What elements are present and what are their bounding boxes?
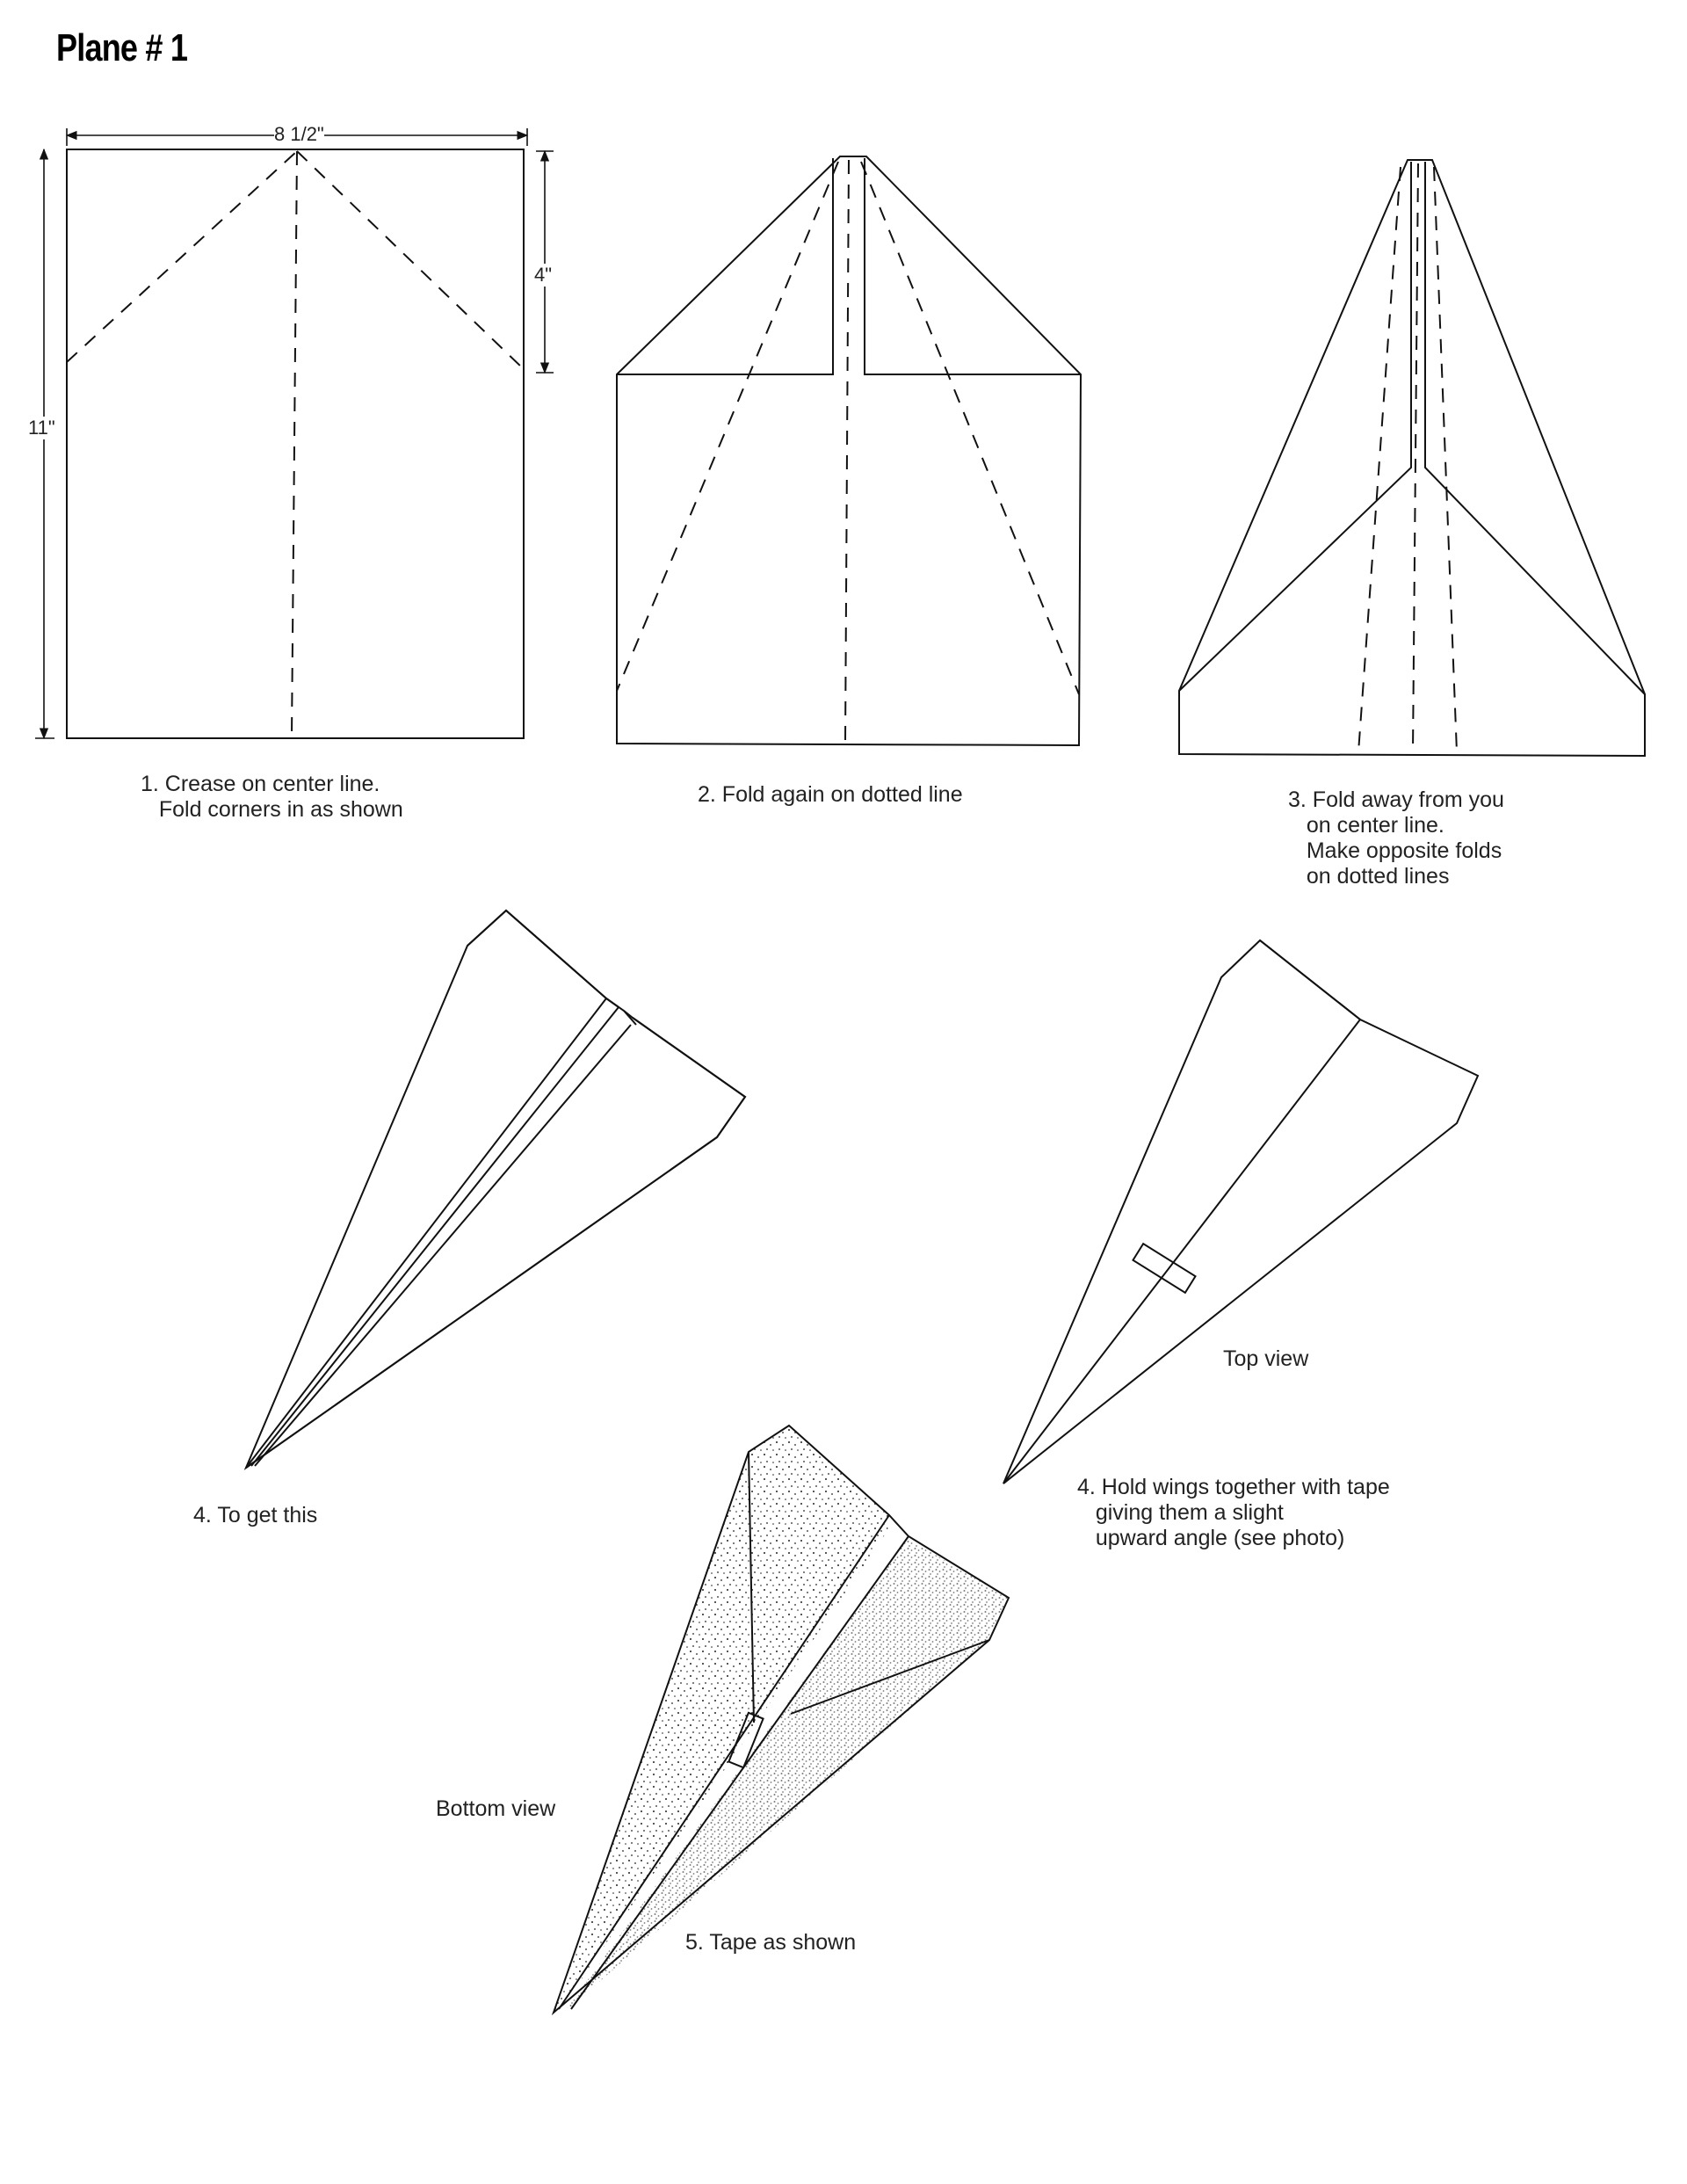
body-fold <box>558 1514 890 2010</box>
nose-edge <box>1259 940 1361 1020</box>
left-opposite-fold-line <box>1358 166 1401 753</box>
left-wing-shading <box>554 1426 889 2013</box>
step4-tape-caption: 4. Hold wings together with tape giving … <box>1077 1475 1390 1550</box>
center-crease-line <box>844 159 850 744</box>
paper-sheet <box>66 149 525 739</box>
right-flap-edge <box>864 158 1081 375</box>
step2-caption: 2. Fold again on dotted line <box>698 782 963 807</box>
step4-plane-drawing <box>243 909 747 1470</box>
plane-outline <box>1003 939 1480 1484</box>
step3-caption: 3. Fold away from you on center line. Ma… <box>1288 787 1504 889</box>
body-fold <box>570 1535 909 2010</box>
page-title: Plane # 1 <box>56 26 188 69</box>
left-corner-fold-line <box>66 150 298 363</box>
height-dimension-label: 11" <box>28 417 55 439</box>
step1-sheet-diagram <box>35 128 554 740</box>
top-view-plane-drawing <box>1003 939 1480 1484</box>
step4-caption: 4. To get this <box>193 1503 318 1527</box>
width-dimension-label: 8 1/2" <box>274 123 324 146</box>
center-crease-line <box>291 150 298 737</box>
bottom-view-label: Bottom view <box>436 1796 556 1821</box>
center-fold-line <box>1003 1019 1361 1484</box>
fuselage-top <box>605 998 619 1008</box>
right-dotted-fold-line <box>860 161 1080 695</box>
fold-depth-dimension-label: 4" <box>534 264 553 287</box>
left-wing-edge <box>467 909 607 999</box>
step5-caption: 5. Tape as shown <box>685 1930 857 1955</box>
left-wing-fold <box>748 1451 755 1723</box>
right-wing-fold <box>790 1639 990 1715</box>
step1-caption: 1. Crease on center line. Fold corners i… <box>141 772 403 822</box>
plane-outline <box>551 1424 1010 2016</box>
left-body-fold <box>245 998 607 1469</box>
plane-outline <box>243 909 747 1470</box>
right-body-fold <box>254 1024 632 1467</box>
fuselage-top <box>623 1010 637 1026</box>
right-corner-fold-line <box>296 150 525 370</box>
bottom-view-plane-drawing <box>551 1424 1010 2016</box>
left-dotted-fold-line <box>616 161 839 692</box>
step2-fold-diagram <box>616 156 1082 747</box>
left-body-fold <box>250 1006 619 1467</box>
left-flap-edge <box>1178 162 1412 692</box>
right-wing-shading <box>564 1538 1009 2013</box>
right-wing-edge <box>245 1017 747 1469</box>
tape-strip <box>728 1711 764 1769</box>
tape-strip <box>1132 1242 1197 1295</box>
center-fold-line <box>1412 163 1419 753</box>
right-opposite-fold-line <box>1433 166 1458 753</box>
step3-fold-diagram <box>1178 159 1646 758</box>
top-view-label: Top view <box>1223 1346 1309 1371</box>
left-flap-edge <box>617 158 834 375</box>
right-flap-edge <box>1424 162 1646 695</box>
